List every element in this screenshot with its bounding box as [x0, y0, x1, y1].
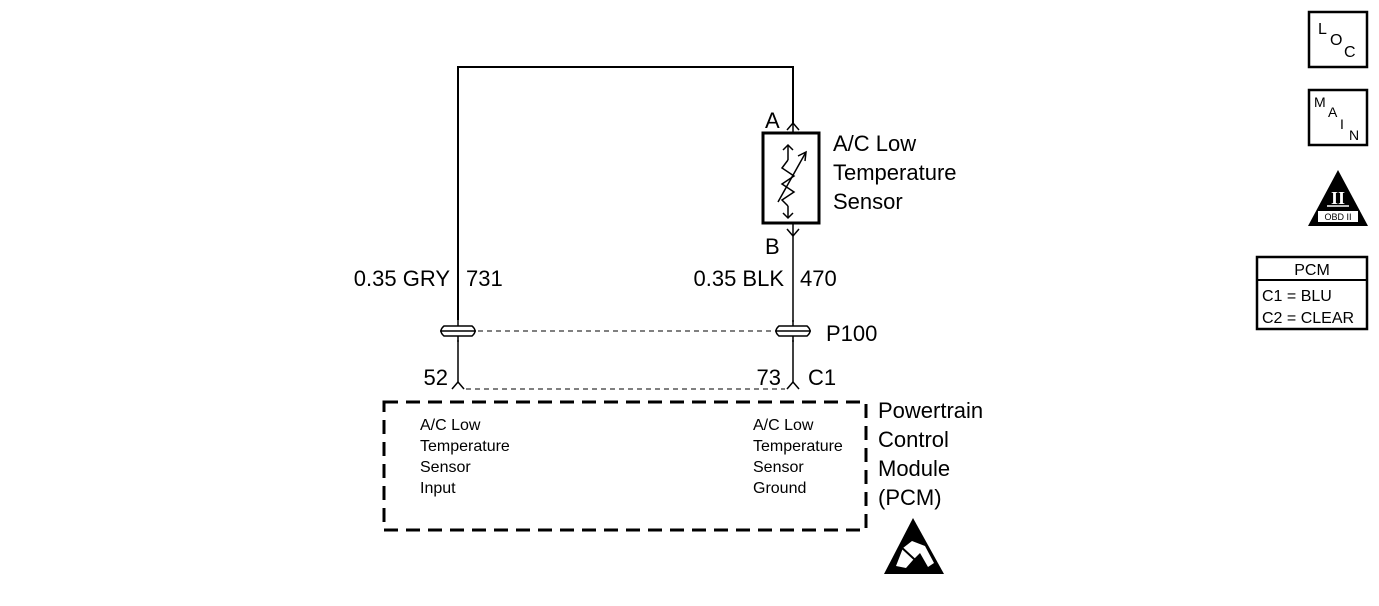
main-letter-3: I: [1340, 116, 1344, 132]
wire-left-gauge-color: 0.35 GRY: [354, 266, 451, 291]
connector-p100-right: [775, 320, 811, 342]
esd-warning-icon: [884, 518, 944, 574]
sensor-pin-b-terminal: [786, 223, 800, 238]
obd-label: OBD II: [1324, 212, 1351, 222]
sensor-label: A/C Low Temperature Sensor: [833, 131, 963, 214]
wire-right-circuit: 470: [800, 266, 837, 291]
sensor-pin-a-terminal: [786, 121, 800, 133]
pcm-pin-52-terminal: [451, 380, 465, 390]
pcm-pin-73-terminal: [786, 380, 800, 390]
pcm-module-box: [382, 400, 868, 532]
loc-letter-2: O: [1330, 32, 1342, 49]
pcm-left-function-label: A/C Low Temperature Sensor Input: [420, 417, 514, 497]
loc-nav-button[interactable]: L O C: [1307, 10, 1369, 69]
main-letter-2: A: [1328, 104, 1338, 120]
pcm-right-function-label: A/C Low Temperature Sensor Ground: [753, 417, 847, 497]
obd-numeral: II: [1331, 188, 1345, 208]
pcm-pin-right-label: 73: [757, 365, 781, 390]
obd-ii-nav-button[interactable]: II OBD II: [1308, 170, 1368, 226]
wire-loop-top: [457, 66, 794, 320]
loc-letter-1: L: [1318, 21, 1327, 38]
sensor-pin-a-label: A: [765, 108, 780, 133]
legend-title: PCM: [1294, 262, 1330, 279]
main-letter-1: M: [1314, 94, 1326, 110]
main-letter-4: N: [1349, 127, 1359, 143]
sensor-pin-b-label: B: [765, 234, 780, 259]
ac-low-temperature-sensor: [761, 131, 821, 225]
pcm-connector-label: C1: [808, 365, 836, 390]
wire-left-circuit: 731: [466, 266, 503, 291]
legend-row-c2: C2 = CLEAR: [1262, 310, 1354, 327]
pcm-module-label: Powertrain Control Module (PCM): [878, 398, 989, 510]
wire-right-gauge-color: 0.35 BLK: [693, 266, 784, 291]
legend-row-c1: C1 = BLU: [1262, 288, 1332, 305]
loc-letter-3: C: [1344, 44, 1356, 61]
connector-p100-left: [440, 320, 476, 342]
thermistor-icon: [777, 143, 807, 220]
main-nav-button[interactable]: M A I N: [1307, 88, 1369, 147]
connector-p100-label: P100: [826, 321, 877, 346]
pcm-connector-legend: PCM C1 = BLU C2 = CLEAR: [1255, 255, 1369, 331]
pcm-pin-left-label: 52: [424, 365, 448, 390]
